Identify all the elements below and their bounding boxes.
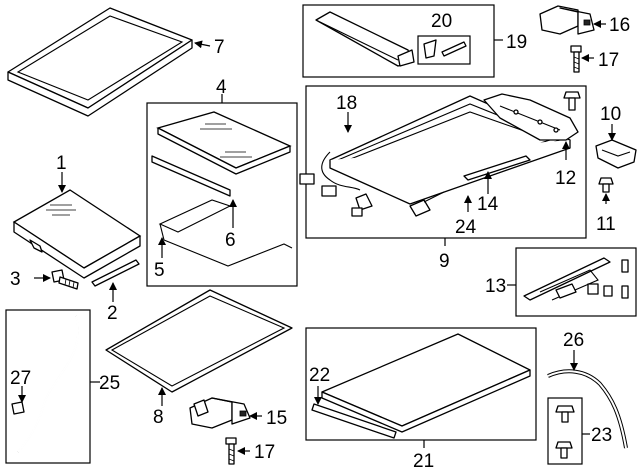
glass-panel-1 [12, 172, 142, 279]
mechanism-13 [523, 257, 629, 301]
callout-16: 16 [609, 15, 630, 36]
callout-21: 21 [413, 451, 434, 471]
callout-5: 5 [154, 260, 165, 281]
screw-9 [563, 91, 581, 111]
motor-15 [189, 397, 262, 429]
callout-8: 8 [153, 407, 164, 428]
callout-13: 13 [485, 276, 506, 297]
callout-1: 1 [56, 153, 67, 174]
headliner-21 [311, 333, 531, 439]
callout-15: 15 [266, 408, 287, 429]
box-9 [305, 85, 587, 239]
screw-11 [598, 177, 614, 204]
callout-14: 14 [477, 194, 499, 215]
drain-hose-25 [11, 315, 79, 453]
callout-3: 3 [10, 269, 21, 290]
seal-strip-2 [91, 259, 140, 302]
callout-17-lower: 17 [254, 442, 275, 463]
callout-18: 18 [336, 93, 357, 114]
motor-16 [539, 5, 606, 35]
box-21 [305, 327, 537, 441]
callout-25: 25 [99, 373, 120, 394]
callout-17-upper: 17 [598, 50, 619, 71]
callout-20: 20 [431, 11, 452, 32]
rear-bracket-12 [483, 93, 579, 160]
bolt-3 [34, 269, 79, 290]
callout-26: 26 [563, 330, 584, 351]
box-13 [515, 247, 637, 317]
callout-12: 12 [555, 168, 576, 189]
box-19 [302, 4, 495, 78]
glass-panel-7 [7, 7, 211, 117]
callout-22: 22 [309, 365, 330, 386]
callout-labels: 7 4 1 3 2 5 6 8 27 25 15 17 20 19 16 17 … [10, 11, 630, 471]
glass-assembly-4 [151, 111, 292, 197]
callout-19: 19 [506, 32, 527, 53]
callout-4: 4 [216, 77, 227, 98]
callout-10: 10 [600, 104, 621, 125]
bracket-10 [595, 124, 637, 169]
rail-14 [463, 155, 531, 194]
callout-2: 2 [107, 303, 118, 324]
wind-deflector-19 [315, 11, 415, 67]
callout-9: 9 [439, 251, 450, 272]
screw-17-lower [225, 437, 250, 465]
callout-7: 7 [214, 37, 225, 58]
frame-seal-8 [105, 289, 293, 406]
callout-23: 23 [591, 425, 612, 446]
callout-24: 24 [455, 217, 477, 238]
screw-17-upper [570, 45, 594, 73]
clip-20 [417, 35, 471, 65]
drain-hose-26 [547, 350, 628, 449]
box-23 [547, 397, 583, 465]
callout-6: 6 [225, 230, 236, 251]
box-25 [5, 309, 91, 464]
clips-23 [555, 405, 575, 459]
callout-27: 27 [10, 368, 31, 389]
callout-11: 11 [596, 214, 616, 235]
